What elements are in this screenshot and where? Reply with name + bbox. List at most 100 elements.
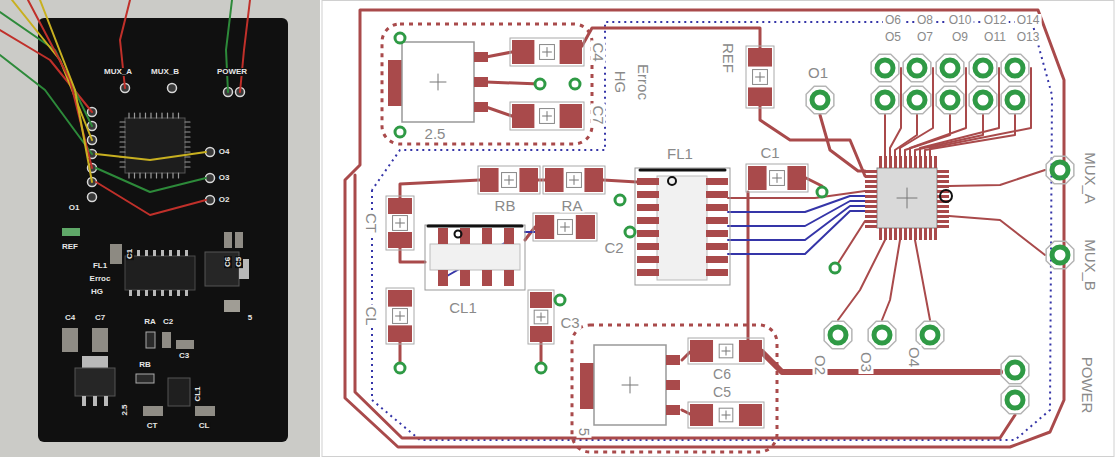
ic-pin bbox=[904, 228, 907, 240]
through-hole-pad bbox=[922, 327, 938, 343]
through-hole-pad bbox=[909, 60, 925, 76]
silkscreen-label: O12 bbox=[982, 14, 1009, 26]
center-mark bbox=[907, 188, 908, 208]
photo-pin bbox=[169, 250, 172, 256]
silkscreen-label: O1 bbox=[806, 65, 830, 80]
through-hole-pad bbox=[1007, 362, 1023, 378]
photo-pin bbox=[150, 113, 151, 118]
pin-one-mark bbox=[668, 177, 676, 185]
through-hole-pad bbox=[1052, 162, 1068, 178]
silkscreen-label: 2.5 bbox=[423, 126, 448, 141]
board-marking: C6 bbox=[224, 256, 232, 268]
photo-pin bbox=[153, 290, 156, 296]
photo-pin bbox=[177, 290, 180, 296]
ic-pin bbox=[899, 228, 902, 240]
smd-outline bbox=[688, 402, 764, 428]
pin-one-bar bbox=[640, 169, 725, 172]
smd-outline bbox=[533, 213, 597, 241]
smd-outline bbox=[386, 196, 414, 250]
ic-pin bbox=[909, 228, 912, 240]
smd-pad bbox=[480, 168, 499, 192]
photo-pin bbox=[134, 113, 135, 118]
ic-pin bbox=[865, 210, 877, 213]
smd-pad bbox=[388, 198, 412, 214]
ic-pin bbox=[865, 215, 877, 218]
ic-pin bbox=[924, 228, 927, 240]
chip-outline bbox=[635, 168, 730, 285]
photo-pin bbox=[169, 290, 172, 296]
regulator-pin bbox=[666, 380, 680, 390]
smd-outline bbox=[688, 338, 764, 364]
smd-pad bbox=[545, 168, 564, 192]
chip-body bbox=[657, 176, 707, 280]
pad-marker bbox=[719, 408, 733, 422]
pad-marker bbox=[567, 173, 582, 188]
board-marking: C2 bbox=[162, 318, 174, 326]
ic-pin bbox=[865, 200, 877, 203]
center-mark bbox=[726, 347, 727, 355]
center-mark bbox=[400, 219, 401, 228]
copper-trace bbox=[540, 342, 543, 363]
pad-octagon bbox=[1046, 241, 1074, 269]
smd-pad bbox=[530, 326, 552, 342]
copper-trace bbox=[949, 170, 1045, 186]
pad-marker bbox=[502, 173, 517, 188]
ic-pin bbox=[929, 228, 932, 240]
chip-pad bbox=[637, 204, 659, 211]
chip-pad bbox=[504, 270, 514, 286]
board-marking: REF bbox=[61, 243, 79, 251]
board-marking: C3 bbox=[178, 352, 190, 360]
smd-pad bbox=[519, 168, 538, 192]
photo-pin bbox=[137, 290, 140, 296]
wire bbox=[28, 0, 92, 168]
ic-pin bbox=[865, 190, 877, 193]
photo-pin bbox=[93, 396, 97, 406]
silkscreen-label: O10 bbox=[947, 14, 974, 26]
silkscreen-label: O4 bbox=[907, 345, 922, 369]
photo-pin bbox=[167, 113, 168, 118]
board-photo bbox=[0, 0, 320, 457]
pad-octagon bbox=[806, 86, 834, 114]
photo-pin bbox=[156, 113, 157, 118]
silkscreen-label: O6 bbox=[883, 14, 903, 26]
photo-pin bbox=[185, 161, 190, 162]
photo-led bbox=[62, 228, 80, 236]
through-hole-pad bbox=[975, 60, 991, 76]
photo-pin bbox=[128, 113, 129, 118]
board-marking: HG bbox=[90, 288, 104, 296]
photo-pin bbox=[185, 146, 190, 147]
board-marking: MUX_B bbox=[150, 68, 180, 76]
smd-outline bbox=[386, 288, 414, 344]
board-marking: C4 bbox=[64, 314, 76, 322]
center-mark bbox=[760, 73, 761, 82]
silkscreen-label: RB bbox=[493, 198, 518, 213]
chip-pad bbox=[706, 204, 728, 211]
through-hole-pad bbox=[942, 60, 958, 76]
pad-marker bbox=[753, 70, 768, 85]
smd-pad bbox=[748, 87, 772, 106]
via bbox=[535, 79, 545, 89]
pin-one-mark bbox=[940, 190, 952, 202]
copper-trace bbox=[884, 114, 886, 156]
ic-pin bbox=[865, 205, 877, 208]
photo-capacitor bbox=[62, 328, 78, 352]
chip-pad bbox=[706, 256, 728, 263]
board-marking: 2.5 bbox=[121, 403, 129, 416]
photo-pin bbox=[185, 156, 190, 157]
pad-octagon bbox=[868, 321, 896, 349]
photo-pin bbox=[185, 136, 190, 137]
photo-pin bbox=[185, 151, 190, 152]
photo-pin bbox=[167, 173, 168, 178]
smd-outline bbox=[543, 166, 605, 194]
wire bbox=[226, 0, 232, 92]
silkscreen-label: FL1 bbox=[665, 146, 695, 161]
smd-outline bbox=[528, 290, 554, 344]
smd-pad bbox=[748, 166, 767, 190]
ic-pin bbox=[937, 170, 949, 173]
chip-pad bbox=[706, 178, 728, 185]
photo-pin bbox=[150, 173, 151, 178]
wire bbox=[96, 152, 206, 160]
center-mark bbox=[541, 313, 542, 321]
ic-pin bbox=[937, 185, 949, 188]
via bbox=[536, 363, 546, 373]
